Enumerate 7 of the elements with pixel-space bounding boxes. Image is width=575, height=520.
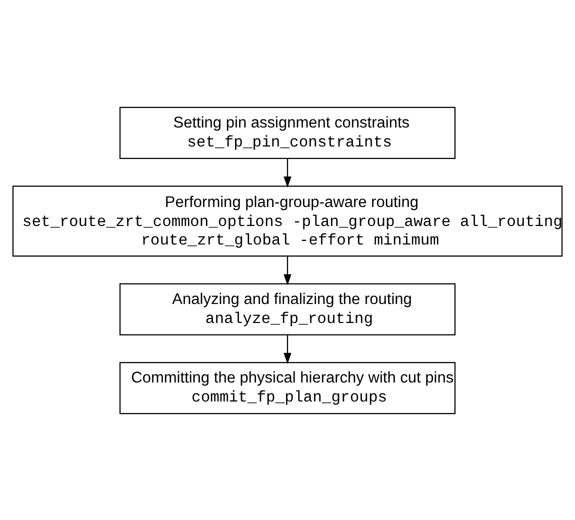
node-box: Setting pin assignment constraints set_fp_pin_constraints [119,106,456,159]
arrow [284,256,292,285]
arrow [284,334,292,364]
node-box: Analyzing and finalizing the routing analyze_fp_routing [119,282,456,335]
arrow [284,158,292,188]
node-box: Committing the physical hierarchy with cut pins commit_fp_plan_groups [119,361,456,414]
node-box: Performing plan-group-aware routing set_route_zrt_common_options -plan_group_aware all_routing route_zrt_global -effort minimum [12,185,563,256]
